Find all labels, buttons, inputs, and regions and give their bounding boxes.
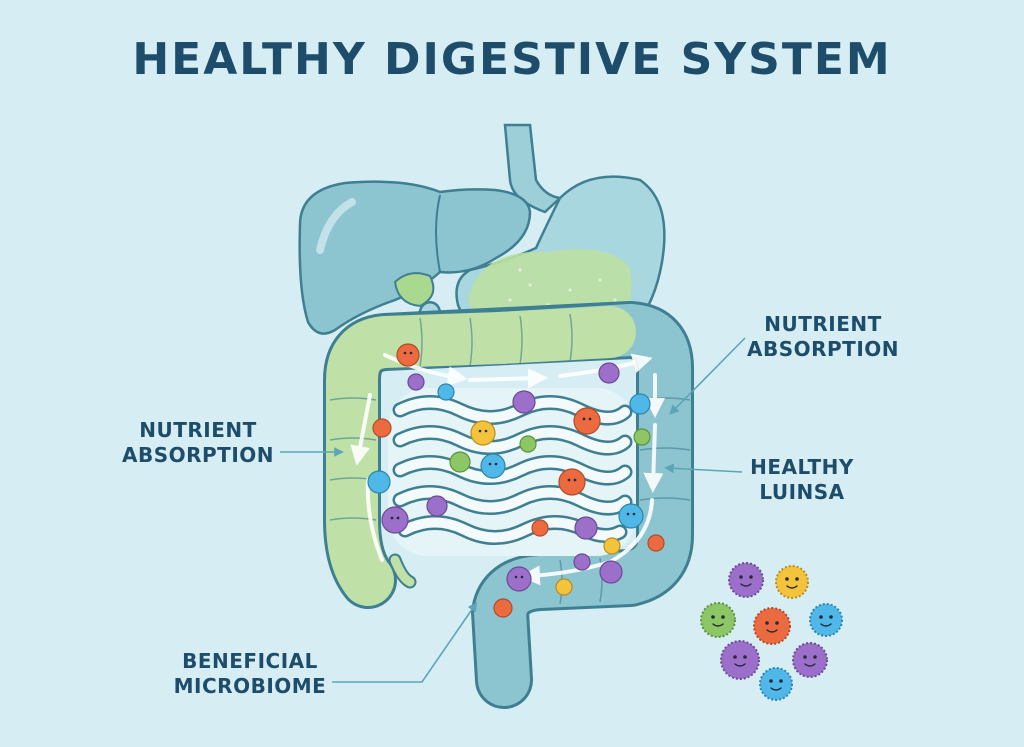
- pointer-nutrient-absorption-right: [669, 337, 746, 415]
- label-line-2: MICROBIOME: [173, 674, 327, 698]
- label-nutrient-absorption-right: NUTRIENT ABSORPTION: [738, 312, 908, 362]
- label-line-1: BENEFICIAL: [182, 649, 318, 673]
- label-nutrient-absorption-left: NUTRIENT ABSORPTION: [118, 418, 278, 468]
- small-intestine: [388, 388, 636, 556]
- label-line-1: HEALTHY: [750, 455, 854, 479]
- colon-descending: [474, 304, 691, 706]
- label-line-2: ABSORPTION: [746, 337, 899, 361]
- gallbladder: [393, 272, 435, 308]
- label-line-1: NUTRIENT: [139, 418, 257, 442]
- liver: [298, 180, 532, 335]
- label-line-2: LUINSA: [759, 480, 845, 504]
- label-line-2: ABSORPTION: [121, 443, 274, 467]
- label-healthy-lining: HEALTHY LUINSA: [742, 455, 862, 505]
- microbes-inside: [367, 343, 665, 618]
- label-line-1: NUTRIENT: [764, 312, 882, 336]
- page-title: HEALTHY DIGESTIVE SYSTEM: [132, 34, 892, 85]
- microbe-cluster: [700, 562, 843, 701]
- label-beneficial-microbiome: BENEFICIAL MICROBIOME: [168, 649, 332, 699]
- pointer-healthy-lining: [664, 463, 743, 474]
- pointer-beneficial-microbiome: [332, 601, 478, 683]
